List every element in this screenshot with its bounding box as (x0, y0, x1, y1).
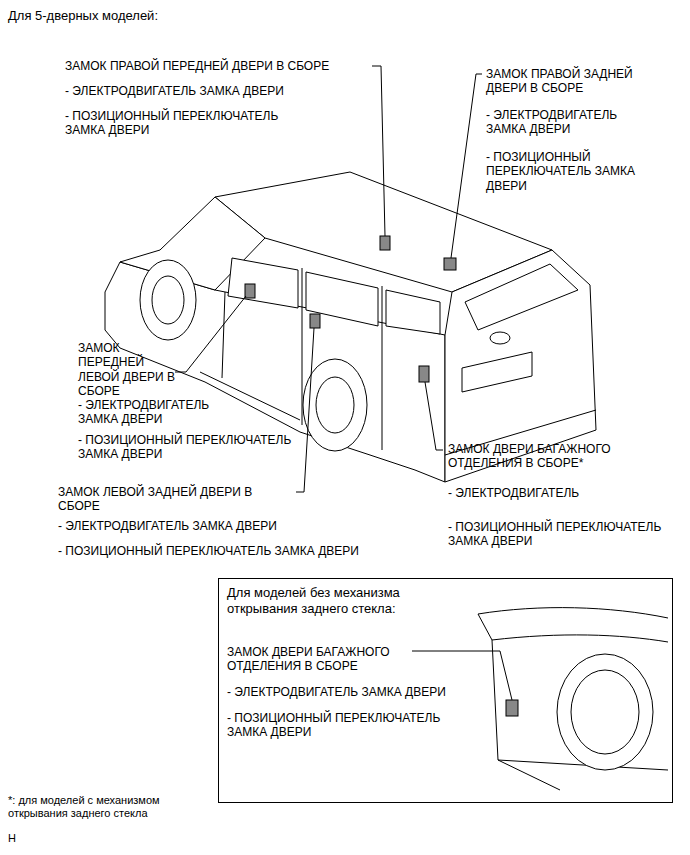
part-label: - ЭЛЕКТРОДВИГАТЕЛЬ ЗАМКА ДВЕРИ (227, 685, 477, 699)
part-label: - ЭЛЕКТРОДВИГАТЕЛЬ ЗАМКА ДВЕРИ (65, 84, 365, 98)
wheel (303, 359, 367, 451)
step-board (200, 372, 300, 420)
part-label: - ПОЗИЦИОННЫЙ ПЕРЕКЛЮЧАТЕЛЬ ЗАМКА ДВЕРИ (58, 544, 438, 558)
part-label: - ПОЗИЦИОННЫЙ ПЕРЕКЛЮЧАТЕЛЬ ЗАМКА ДВЕРИ (486, 150, 666, 193)
door-line (222, 268, 382, 450)
inset-tailgate (478, 608, 668, 790)
part-label: ЗАМОК ДВЕРИ БАГАЖНОГО ОТДЕЛЕНИЯ В СБОРЕ (227, 645, 417, 674)
inset-heading: Для моделей без механизма открывания зад… (227, 585, 452, 616)
part-label: - ЭЛЕКТРОДВИГАТЕЛЬ ЗАМКА ДВЕРИ (486, 108, 656, 137)
wheel-hub (152, 276, 184, 324)
spare-hub (571, 670, 639, 754)
drawing-part (451, 74, 482, 258)
figure-code: H (8, 832, 38, 845)
side-window (228, 258, 298, 308)
part-label: - ПОЗИЦИОННЫЙ ПЕРЕКЛЮЧАТЕЛЬ ЗАМКА ДВЕРИ (448, 520, 680, 549)
part-label: - ПОЗИЦИОННЫЙ ПЕРЕКЛЮЧАТЕЛЬ ЗАМКА ДВЕРИ (78, 433, 293, 462)
drawing-part (175, 296, 246, 372)
lock-mark (506, 700, 518, 716)
lock-mark (419, 366, 429, 382)
part-label: - ЭЛЕКТРОДВИГАТЕЛЬ ЗАМКА ДВЕРИ (58, 519, 398, 533)
diagram-title: Для 5-дверных моделей: (8, 8, 158, 24)
lock-mark (310, 314, 320, 328)
part-label: - ПОЗИЦИОННЫЙ ПЕРЕКЛЮЧАТЕЛЬ ЗАМКА ДВЕРИ (65, 109, 315, 138)
part-label: ЗАМОК ПРАВОЙ ЗАДНЕЙ ДВЕРИ В СБОРЕ (486, 67, 666, 96)
lock-mark (245, 284, 255, 298)
leader-lines (175, 66, 512, 700)
wheel-hub (316, 377, 354, 433)
drawing-part (425, 382, 443, 450)
part-label: ЗАМОК ДВЕРИ БАГАЖНОГО ОТДЕЛЕНИЯ В СБОРЕ* (448, 442, 638, 471)
spare-tire (557, 654, 653, 770)
part-label: ЗАМОК ЛЕВОЙ ЗАДНЕЙ ДВЕРИ В СБОРЕ (58, 485, 293, 514)
part-label: ЗАМОК ПЕРЕДНЕЙ ЛЕВОЙ ДВЕРИ В СБОРЕ (78, 341, 183, 399)
part-label: - ЭЛЕКТРОДВИГАТЕЛЬ ЗАМКА ДВЕРИ (78, 398, 248, 427)
plate (462, 352, 532, 392)
inset-box: Для моделей без механизма открывания зад… (218, 578, 673, 803)
part-label: ЗАМОК ПРАВОЙ ПЕРЕДНЕЙ ДВЕРИ В СБОРЕ (65, 59, 385, 73)
drawing-part (372, 66, 385, 236)
side-window (386, 290, 440, 334)
lock-mark (444, 258, 456, 270)
lock-mark (380, 236, 390, 250)
part-label: - ПОЗИЦИОННЫЙ ПЕРЕКЛЮЧАТЕЛЬ ЗАМКА ДВЕРИ (227, 711, 477, 740)
logo (490, 332, 510, 344)
rear-window (465, 264, 578, 330)
footnote: *: для моделей с механизмом открывания з… (8, 794, 208, 820)
wheel (140, 260, 196, 340)
part-label: - ЭЛЕКТРОДВИГАТЕЛЬ (448, 486, 628, 500)
drawing-part (296, 328, 314, 492)
